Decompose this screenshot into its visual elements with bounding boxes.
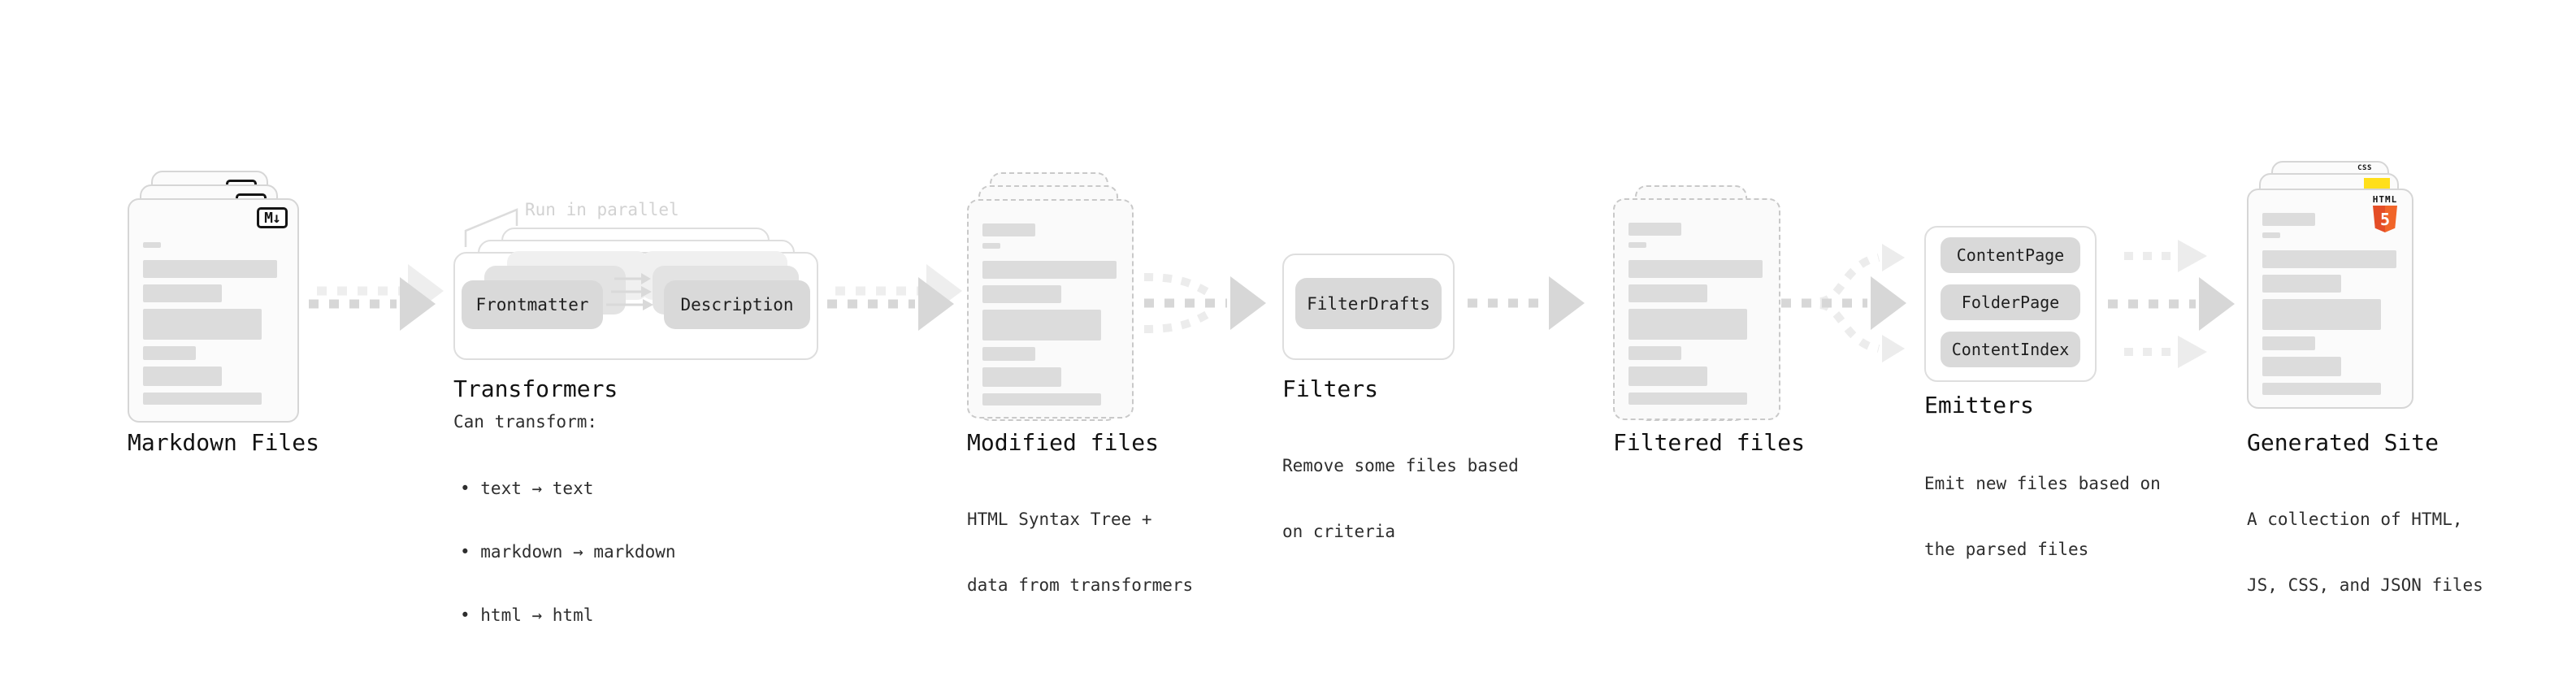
skeleton-line	[982, 367, 1061, 387]
emitters-desc: Emit new files based on the parsed files	[1924, 429, 2161, 605]
skeleton-line	[1628, 284, 1707, 302]
skeleton-line	[1628, 242, 1646, 248]
skeleton-line	[2262, 357, 2341, 376]
skeleton-line	[982, 347, 1035, 361]
transformers-desc-heading: Can transform:	[453, 412, 598, 432]
skeleton-line	[2262, 232, 2280, 238]
contentindex-pill: ContentIndex	[1941, 332, 2080, 367]
filterdrafts-pill: FilterDrafts	[1295, 278, 1442, 329]
bullet-line: • html → html	[460, 605, 594, 625]
html5-icon: HTML 5	[2366, 195, 2404, 232]
desc-line: JS, CSS, and JSON files	[2247, 575, 2483, 595]
filtered-files-label: Filtered files	[1613, 429, 1806, 456]
skeleton-line	[2262, 250, 2396, 268]
skeleton-line	[1628, 346, 1681, 360]
filtered-file-card-front	[1613, 198, 1780, 420]
skeleton-line	[1628, 367, 1707, 386]
skeleton-line	[982, 223, 1035, 236]
skeleton-line	[2262, 336, 2315, 350]
desc-line: the parsed files	[1924, 540, 2089, 559]
filters-label: Filters	[1282, 375, 1379, 402]
contentpage-pill: ContentPage	[1941, 237, 2080, 273]
skeleton-line	[2262, 299, 2381, 330]
arrow-filtered-to-emitters	[1781, 244, 1906, 362]
markdown-files-label: Markdown Files	[128, 429, 320, 456]
skeleton-line	[982, 285, 1061, 303]
skeleton-line	[982, 310, 1101, 340]
skeleton-line	[2262, 275, 2341, 293]
filters-desc: Remove some files based on criteria	[1282, 411, 1519, 587]
skeleton-line	[982, 243, 1000, 249]
arrow-emitters-to-site-middle	[2108, 277, 2235, 331]
skeleton-line	[143, 309, 262, 340]
bullet-line: • markdown → markdown	[460, 542, 676, 562]
frontmatter-pill: Frontmatter	[462, 280, 603, 329]
arrow-filters-to-filtered	[1468, 276, 1585, 330]
desc-line: Emit new files based on	[1924, 474, 2161, 493]
desc-line: data from transformers	[967, 575, 1194, 595]
modified-file-card-front	[967, 199, 1134, 419]
markdown-icon: M↓	[257, 207, 288, 228]
run-in-parallel-annotation: Run in parallel	[525, 200, 679, 219]
skeleton-line	[143, 242, 161, 248]
transformers-label: Transformers	[453, 375, 618, 402]
skeleton-line	[1628, 223, 1681, 236]
skeleton-line	[982, 261, 1117, 279]
desc-line: Remove some files based	[1282, 456, 1519, 475]
skeleton-line	[143, 260, 277, 278]
skeleton-line	[143, 284, 222, 302]
transformers-desc-bullets: • text → text • markdown → markdown • ht…	[460, 436, 676, 668]
emitters-label: Emitters	[1924, 392, 2034, 419]
skeleton-line	[143, 393, 262, 405]
arrow-emitters-to-site-top	[2124, 240, 2207, 272]
arrow-emitters-to-site-bottom	[2124, 336, 2207, 368]
generated-file-card-front: HTML 5	[2247, 189, 2413, 409]
skeleton-line	[1628, 309, 1747, 340]
description-pill: Description	[664, 280, 810, 329]
modified-files-desc: HTML Syntax Tree + data from transformer…	[967, 465, 1193, 640]
desc-line: HTML Syntax Tree +	[967, 510, 1152, 529]
markdown-file-card-front: M↓	[128, 198, 299, 423]
generated-site-label: Generated Site	[2247, 429, 2439, 456]
skeleton-line	[2262, 213, 2315, 226]
bullet-line: • text → text	[460, 479, 594, 498]
arrow-markdown-to-transformers	[309, 264, 444, 331]
modified-files-label: Modified files	[967, 429, 1160, 456]
skeleton-line	[1628, 260, 1763, 278]
arrow-modified-to-filters	[1143, 273, 1266, 333]
skeleton-line	[2262, 383, 2381, 395]
desc-line: A collection of HTML,	[2247, 510, 2463, 529]
folderpage-pill: FolderPage	[1941, 284, 2080, 320]
skeleton-line	[982, 393, 1101, 406]
skeleton-line	[143, 367, 222, 386]
skeleton-line	[143, 346, 196, 360]
desc-line: on criteria	[1282, 522, 1396, 541]
html5-shield: 5	[2373, 206, 2397, 232]
skeleton-line	[1628, 393, 1747, 405]
generated-site-desc: A collection of HTML, JS, CSS, and JSON …	[2247, 465, 2483, 640]
arrow-transformers-to-modified	[827, 264, 962, 331]
